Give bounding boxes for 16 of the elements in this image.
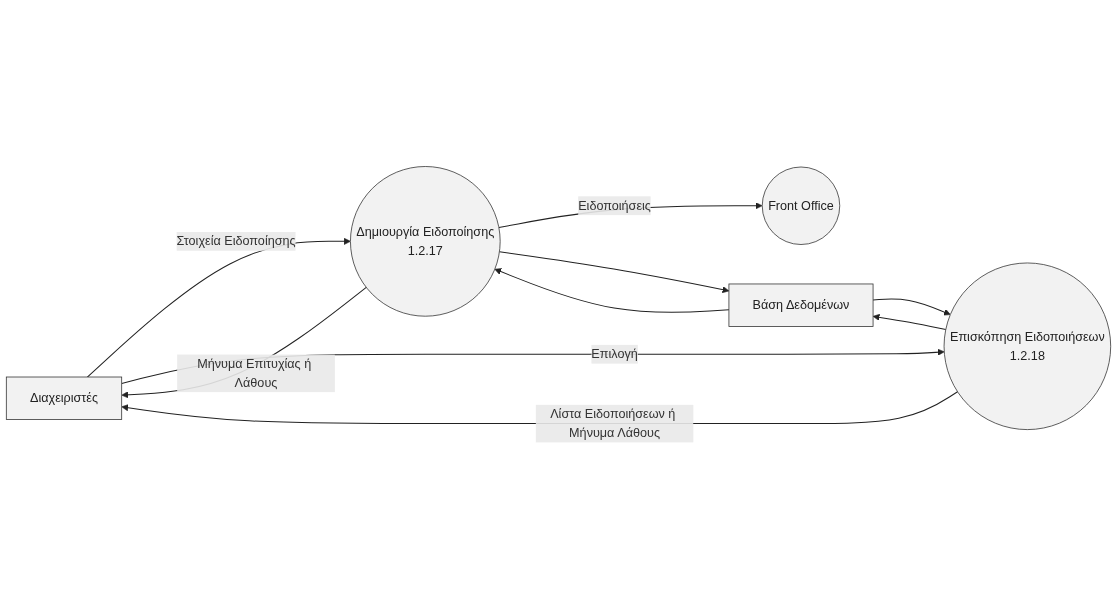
arrow (872, 298, 951, 316)
node-box: Διαχειριστές (5, 376, 123, 420)
arrow (498, 251, 730, 294)
edge-label: Μήνυμα Επιτυχίας ή Λάθους (197, 356, 312, 390)
edge-label: Λίστα Ειδοποιήσεων ή Μήνυμα Λάθους (550, 407, 676, 440)
arrow (86, 237, 351, 378)
arrow (121, 286, 367, 399)
arrow (494, 268, 730, 313)
node-box: Βάση Δεδομένων (728, 283, 874, 327)
edge-label: Ειδοποιήσεις (578, 198, 651, 213)
node-circle: Επισκόπηση Ειδοποιήσεων 1.2.18 (943, 262, 1112, 430)
edge-label: Επιλογή (591, 347, 638, 361)
node-circle: Δημιουργία Ειδοποίησης 1.2.17 (350, 166, 501, 317)
node-circle: Front Office (761, 166, 841, 245)
edge-label: Στοιχεία Ειδοποίησης (176, 234, 296, 248)
arrow (872, 313, 947, 330)
